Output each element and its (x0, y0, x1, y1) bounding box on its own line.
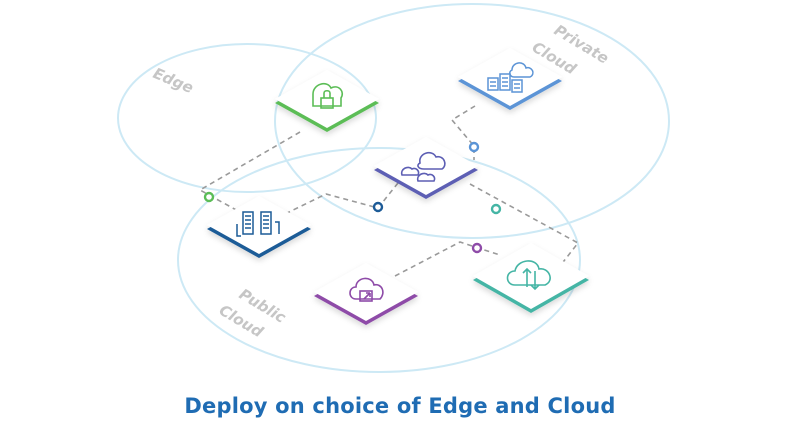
diagram-caption: Deploy on choice of Edge and Cloud (184, 394, 616, 418)
tile-public-upload[interactable] (314, 263, 418, 325)
edge-region (117, 43, 377, 193)
region-circles (117, 3, 670, 373)
connectors (198, 105, 580, 277)
tile-public-servers[interactable] (207, 196, 311, 258)
node-teal (490, 203, 502, 215)
server-sync-icon (236, 211, 280, 237)
connector-nodes (203, 141, 502, 254)
node-navy (372, 201, 384, 213)
tile-central-cloud[interactable] (374, 137, 478, 199)
tile-edge-lock[interactable] (275, 70, 379, 132)
tile-public-sync[interactable] (473, 243, 589, 313)
node-blue-light (468, 141, 480, 153)
cloud-upload-icon (349, 277, 384, 302)
edge-label: Edge (150, 64, 196, 97)
clouds-icon (400, 151, 446, 182)
public-cloud-region (177, 147, 581, 373)
private-cloud-region (274, 3, 670, 239)
connector-private-central (450, 105, 476, 160)
node-purple (471, 242, 483, 254)
cloud-lock-icon (312, 82, 344, 109)
connector-central-servers (284, 182, 399, 215)
tile-private-datacenter[interactable] (458, 48, 562, 110)
node-green (203, 191, 215, 203)
connector-edge-public (198, 131, 301, 223)
cloud-datacenter-icon (487, 62, 534, 93)
connector-upload-sync (394, 241, 501, 277)
cloud-sync-icon (506, 260, 551, 291)
